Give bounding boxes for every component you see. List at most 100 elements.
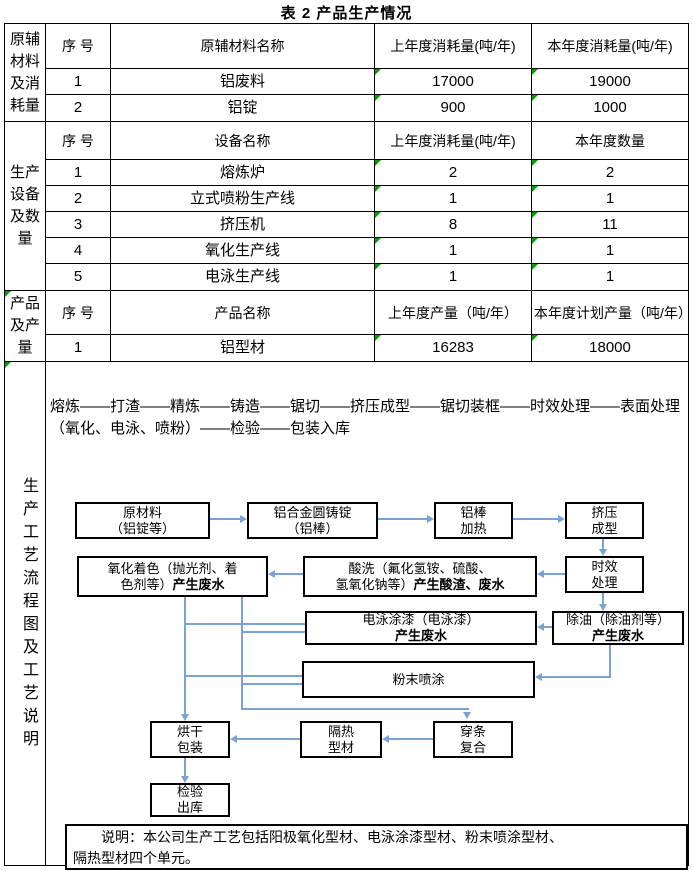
flow-arrow <box>237 738 300 740</box>
cell-cur-value: 2 <box>532 160 688 185</box>
flow-arrow <box>544 626 552 628</box>
flow-arrow <box>602 539 604 549</box>
cell-cur-value: 1 <box>532 186 688 211</box>
flow-connector <box>241 631 305 633</box>
flow-arrowhead <box>427 515 434 523</box>
flow-box-materials: 原材料 （铝锭等） <box>75 502 210 539</box>
flow-box-powder-coating: 粉末喷涂 <box>302 661 535 698</box>
cell-name: 熔炼炉 <box>111 160 375 185</box>
table-title: 表 2 产品生产情况 <box>280 5 413 22</box>
flow-arrow <box>544 573 565 575</box>
section-raw-materials: 原辅材料及消耗量 序 号 原辅材料名称 上年度消耗量(吨/年) 本年度消耗量(吨… <box>5 24 688 122</box>
process-note-box: 说明：本公司生产工艺包括阳极氧化型材、电泳涂漆型材、粉末喷涂型材、 隔热型材四个… <box>65 824 688 870</box>
flow-box-degreasing: 除油（除油剂等） 产生废水 <box>552 611 684 645</box>
process-flow-text: 熔炼——打渣——精炼——铸造——锯切——挤压成型——锯切装框——时效处理——表面… <box>50 398 681 437</box>
flow-box-cast-ingot: 铝合金圆铸锭 （铝棒） <box>247 502 378 539</box>
table-row: 4 氧化生产线 1 1 <box>46 238 688 264</box>
header-product-name: 产品名称 <box>111 291 375 334</box>
flow-arrowhead <box>181 714 189 721</box>
flow-arrowhead <box>599 549 607 556</box>
flow-arrowhead <box>268 570 275 578</box>
cell-cur-value: 18000 <box>532 335 688 361</box>
flow-arrow <box>210 518 240 520</box>
header-serial: 序 号 <box>46 291 111 334</box>
cell-prev-value: 900 <box>375 95 532 121</box>
cell-name: 挤压机 <box>111 212 375 237</box>
flow-connector <box>241 597 243 710</box>
header-cur-quantity: 本年度数量 <box>575 132 645 149</box>
cell-name: 铝废料 <box>111 69 375 94</box>
side-header-raw-materials: 原辅材料及消耗量 <box>5 24 46 121</box>
table-header-row: 序 号 原辅材料名称 上年度消耗量(吨/年) 本年度消耗量(吨/年) <box>46 24 688 69</box>
flow-box-strip-composite: 穿条 复合 <box>433 721 513 758</box>
flow-arrow <box>184 758 186 776</box>
cell-cur-value: 1 <box>532 264 688 290</box>
flow-connector <box>184 597 186 714</box>
cell-serial: 1 <box>46 69 111 94</box>
flow-arrow <box>609 645 611 678</box>
header-planned-output: 本年度计划产量（吨/年） <box>534 304 692 321</box>
flow-arrowhead <box>463 712 471 719</box>
cell-cur-value: 1000 <box>532 95 688 121</box>
flow-arrowhead <box>537 570 544 578</box>
flow-box-oxidation-coloring: 氧化着色（抛光剂、着 色剂等）产生废水 <box>77 556 268 597</box>
section-equipment: 生产设备及数量 序 号 设备名称 上年度消耗量(吨/年) 本年度数量 1 熔炼炉… <box>5 122 688 291</box>
cell-prev-value: 1 <box>375 264 532 290</box>
flow-arrowhead <box>181 776 189 783</box>
note-line-2: 隔热型材四个单元。 <box>73 850 199 866</box>
cell-cur-value: 11 <box>532 212 688 237</box>
production-table: 原辅材料及消耗量 序 号 原辅材料名称 上年度消耗量(吨/年) 本年度消耗量(吨… <box>4 23 692 870</box>
flow-box-rod-heating: 铝棒 加热 <box>434 502 513 539</box>
header-serial: 序 号 <box>46 122 111 159</box>
flow-box-acid-wash: 酸洗（氟化氢铵、硫酸、 氢氧化钠等）产生酸渣、废水 <box>303 556 537 597</box>
header-cur-consumption: 本年度消耗量(吨/年) <box>547 38 673 54</box>
flow-box-dry-packing: 烘干 包装 <box>150 721 230 758</box>
cell-serial: 5 <box>46 264 111 290</box>
flow-connector <box>184 675 302 677</box>
flow-connector <box>241 683 302 685</box>
cell-serial: 1 <box>46 160 111 185</box>
table-row: 2 铝锭 900 1000 <box>46 95 688 121</box>
flow-arrowhead <box>558 515 565 523</box>
cell-serial: 4 <box>46 238 111 263</box>
cell-prev-value: 17000 <box>375 69 532 94</box>
cell-serial: 2 <box>46 186 111 211</box>
flow-arrowhead <box>535 673 542 681</box>
header-equipment-name: 设备名称 <box>111 122 375 159</box>
header-prev-output: 上年度产量（吨/年） <box>375 291 532 334</box>
table-row: 2 立式喷粉生产线 1 1 <box>46 186 688 212</box>
cell-name: 氧化生产线 <box>111 238 375 263</box>
flow-box-electrophoretic-coating: 电泳涂漆（电泳漆） 产生废水 <box>305 611 537 645</box>
table-header-row: 序 号 产品名称 上年度产量（吨/年） 本年度计划产量（吨/年） <box>46 291 692 335</box>
side-header-equipment: 生产设备及数量 <box>5 122 46 290</box>
cell-prev-value: 1 <box>375 186 532 211</box>
flow-arrow <box>378 518 427 520</box>
table-row: 5 电泳生产线 1 1 <box>46 264 688 290</box>
flow-box-insulated-profile: 隔热 型材 <box>300 721 382 758</box>
flow-arrow <box>513 518 558 520</box>
table-row: 1 熔炼炉 2 2 <box>46 160 688 186</box>
flow-arrowhead <box>230 735 237 743</box>
flow-box-inspection-outbound: 检验 出库 <box>150 783 230 817</box>
table-row: 1 铝型材 16283 18000 <box>46 335 688 361</box>
side-header-products: 产品及产量 <box>5 291 46 361</box>
flow-arrow <box>602 593 604 604</box>
header-serial: 序 号 <box>46 24 111 68</box>
flow-arrowhead <box>537 623 544 631</box>
header-prev-consumption: 上年度消耗量(吨/年) <box>375 24 532 68</box>
section-process-flow: 生产工艺流程图及工艺说明 熔炼——打渣——精炼——铸造——锯切——挤压成型——锯… <box>5 362 688 870</box>
cell-prev-value: 1 <box>375 238 532 263</box>
cell-prev-value: 2 <box>375 160 532 185</box>
cell-prev-value: 16283 <box>375 335 532 361</box>
flow-arrow <box>275 573 303 575</box>
table-row: 1 铝废料 17000 19000 <box>46 69 688 95</box>
cell-cur-value: 19000 <box>532 69 688 94</box>
header-prev-consumption: 上年度消耗量(吨/年) <box>375 122 532 159</box>
flow-box-extrusion: 挤压 成型 <box>565 502 644 539</box>
note-line-1: 说明：本公司生产工艺包括阳极氧化型材、电泳涂漆型材、粉末喷涂型材、 <box>101 829 563 845</box>
flow-arrowhead <box>382 735 389 743</box>
cell-prev-value: 8 <box>375 212 532 237</box>
cell-name: 铝型材 <box>111 335 375 361</box>
table-header-row: 序 号 设备名称 上年度消耗量(吨/年) 本年度数量 <box>46 122 688 160</box>
